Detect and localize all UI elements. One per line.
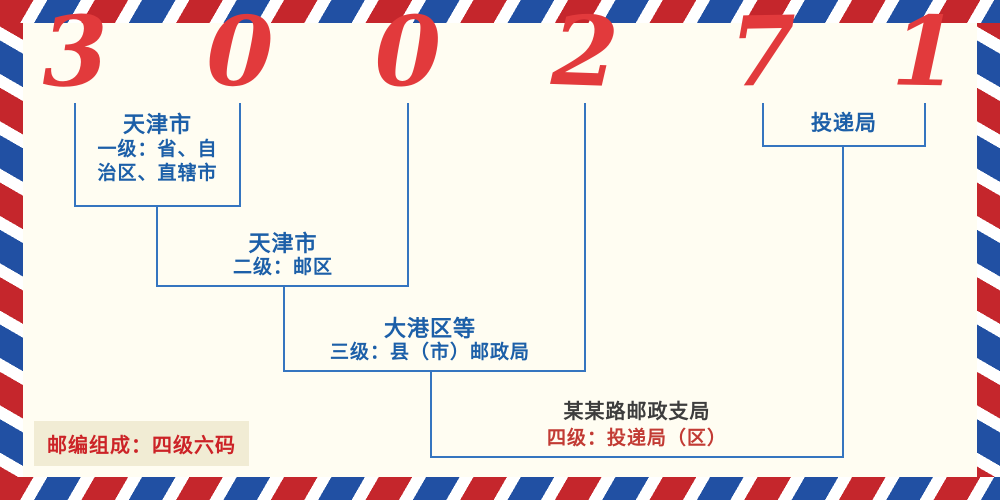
delivery-bracket-bottom-line xyxy=(762,145,926,147)
level4-desc-label: 四级：投递局（区） xyxy=(546,427,727,449)
delivery-bracket-left-line xyxy=(762,103,764,145)
airmail-border-right xyxy=(977,0,1000,500)
delivery-bracket-right-line xyxy=(924,103,926,145)
level4-bracket-left-line xyxy=(430,370,432,456)
airmail-border-bottom xyxy=(0,477,1000,500)
level2-bracket-bottom-line xyxy=(156,285,409,287)
postal-digit-2: 0 xyxy=(205,0,275,109)
delivery-office-label: 投递局 xyxy=(811,111,877,135)
postal-digit-4: 2 xyxy=(549,0,621,110)
level1-bracket-right-line xyxy=(239,103,241,205)
postal-digit-3: 0 xyxy=(373,0,443,109)
level1-place-label: 天津市 xyxy=(122,113,192,138)
airmail-border-top xyxy=(0,0,1000,23)
level1-desc-label: 一级：省、自 治区、直辖市 xyxy=(97,138,218,184)
airmail-border-left xyxy=(0,0,23,500)
postal-digit-6: 1 xyxy=(890,0,960,109)
level2-place-label: 天津市 xyxy=(248,232,318,257)
level3-bracket-right-line xyxy=(584,103,586,372)
level3-bracket-bottom-line xyxy=(283,370,586,372)
level4-bracket-bottom-line xyxy=(430,456,844,458)
level4-bracket-right-line xyxy=(842,145,844,458)
composition-badge: 邮编组成：四级六码 xyxy=(34,421,249,466)
level2-bracket-right-line xyxy=(407,103,409,287)
level3-place-label: 大港区等 xyxy=(383,317,476,342)
level1-bracket-left-line xyxy=(74,103,76,205)
postal-digit-1: 3 xyxy=(39,0,111,110)
level4-place-label: 某某路邮政支局 xyxy=(563,399,711,423)
level2-desc-label: 二级：邮区 xyxy=(232,256,333,278)
level3-bracket-left-line xyxy=(283,285,285,370)
level3-desc-label: 三级：县（市）邮政局 xyxy=(329,341,530,363)
postal-digit-5: 7 xyxy=(728,0,798,109)
level2-bracket-left-line xyxy=(156,205,158,285)
